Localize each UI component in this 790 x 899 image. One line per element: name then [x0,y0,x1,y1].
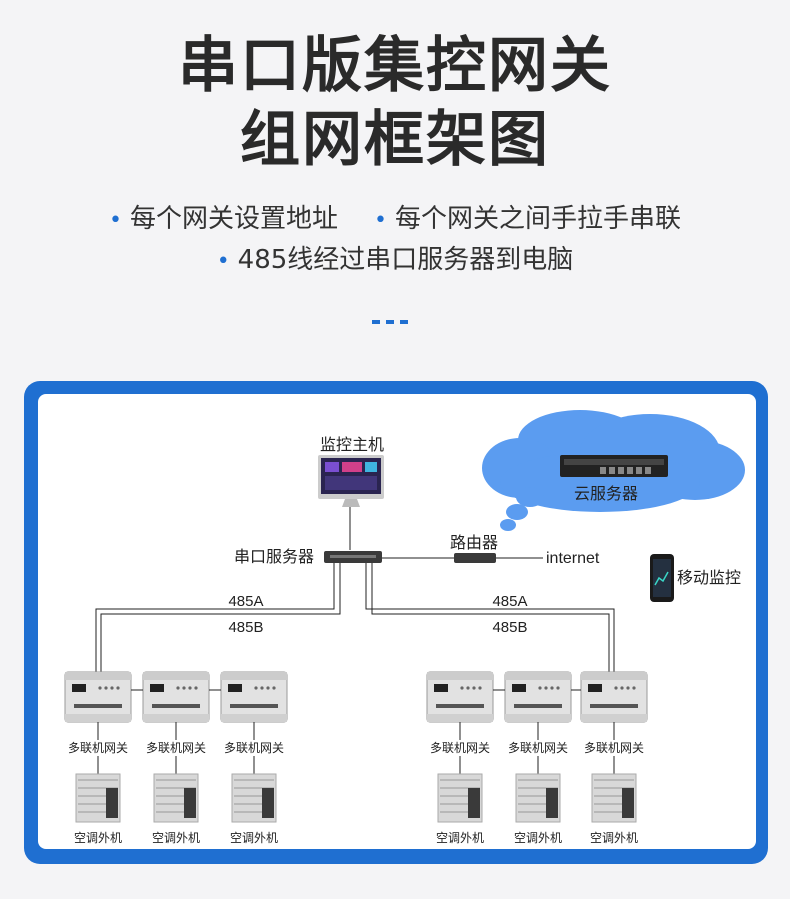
gateway-device-icon [580,671,648,723]
bus-b-label-right: 485B [492,619,527,636]
cloud-server-label: 云服务器 [574,485,638,503]
gateway-device-icon [426,671,494,723]
outdoor-unit-label: 空调外机 [436,831,484,845]
outdoor-unit-label: 空调外机 [590,831,638,845]
gateway-label: 多联机网关 [584,741,644,755]
internet-label: internet [546,550,600,567]
bullet-3: 485线经过串口服务器到电脑 [237,245,574,275]
gateway-label: 多联机网关 [224,741,284,755]
bullet-dot-icon: • [109,208,122,233]
bus-a-label-left: 485A [228,593,263,610]
mobile-phone-icon [650,554,674,602]
serial-server-label: 串口服务器 [234,548,314,566]
outdoor-unit-icon [437,773,483,823]
gateway-label: 多联机网关 [430,741,490,755]
gateway-device-icon [504,671,572,723]
bullet-2: 每个网关之间手拉手串联 [394,204,681,234]
bus-a-label-right: 485A [492,593,527,610]
divider-dash [372,320,408,324]
gateway-device-icon [142,671,210,723]
monitor-host-label: 监控主机 [320,436,384,454]
router-label: 路由器 [450,534,498,552]
bus-lines [95,563,615,672]
router-icon [454,553,496,563]
page-title-line2: 组网框架图 [240,105,550,175]
outdoor-unit-icon [231,773,277,823]
gateway-label: 多联机网关 [146,741,206,755]
cloud-shape [482,410,745,531]
outdoor-unit-icon [153,773,199,823]
bullet-1: 每个网关设置地址 [129,204,338,234]
monitor-icon [318,455,384,507]
bullet-dot-icon: • [374,208,387,233]
gateway-label: 多联机网关 [68,741,128,755]
outdoor-unit-label: 空调外机 [230,831,278,845]
mobile-monitor-label: 移动监控 [677,569,741,587]
bullet-row-2: • 485线经过串口服务器到电脑 [0,240,790,282]
outdoor-unit-icon [591,773,637,823]
serial-server-icon [324,551,382,563]
gateway-label: 多联机网关 [508,741,568,755]
outdoor-unit-icon [515,773,561,823]
bullet-row-1: • 每个网关设置地址 • 每个网关之间手拉手串联 [0,199,790,241]
gateway-device-icon [220,671,288,723]
outdoor-unit-icon [75,773,121,823]
bus-b-label-left: 485B [228,619,263,636]
outdoor-unit-label: 空调外机 [514,831,562,845]
outdoor-unit-label: 空调外机 [152,831,200,845]
outdoor-unit-label: 空调外机 [74,831,122,845]
bullet-dot-icon: • [216,249,230,274]
cloud-server-icon [560,455,668,477]
page-title-line1: 串口版集控网关 [178,31,612,101]
gateway-device-icon [64,671,132,723]
